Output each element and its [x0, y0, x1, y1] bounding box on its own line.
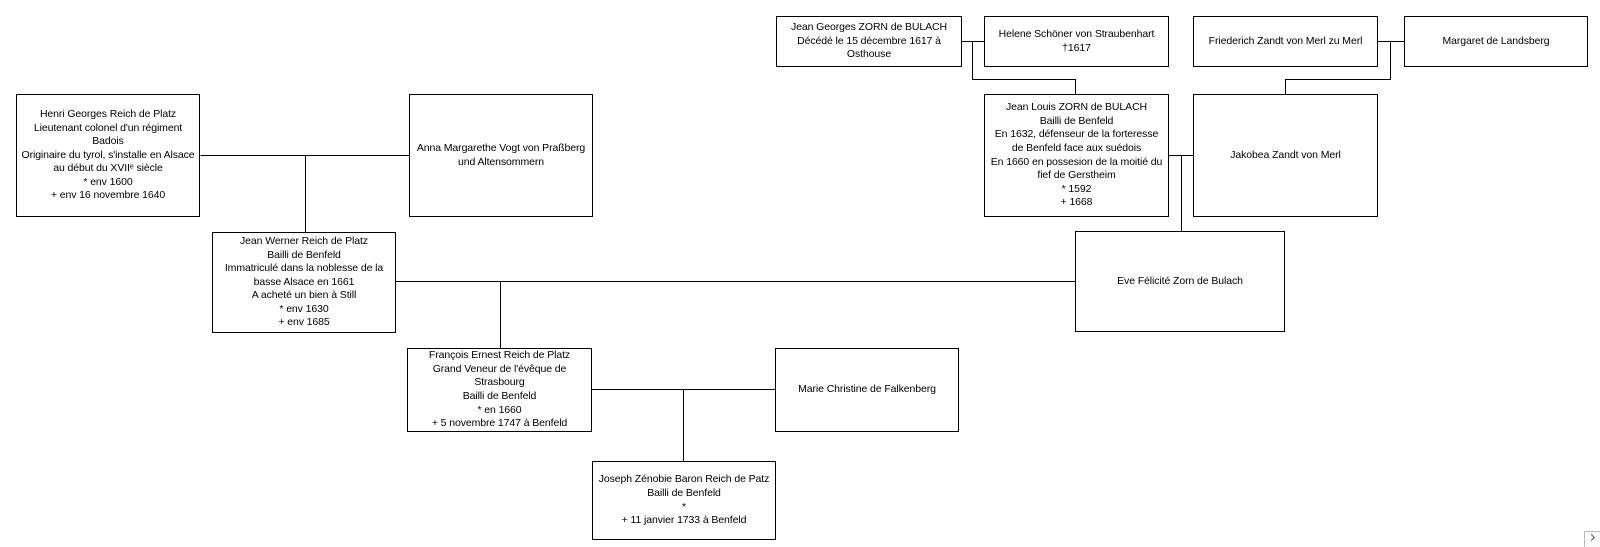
- person-text-line: *: [681, 500, 686, 513]
- person-text-line: Immatriculé dans la noblesse de la basse…: [224, 262, 384, 288]
- person-details: Jakobea Zandt von Merl: [1230, 148, 1341, 163]
- person-text-line: A acheté un bien à Still: [251, 289, 357, 302]
- person-text-line: * env 1630: [279, 302, 329, 315]
- person-box-friederich[interactable]: Friederich Zandt von Merl zu Merl: [1193, 16, 1378, 67]
- person-box-anna[interactable]: Anna Margarethe Vogt von Praßberg und Al…: [409, 94, 593, 217]
- person-text-line: Originaire du tyrol, s'installe en Alsac…: [21, 148, 195, 175]
- person-text-line: Marie Christine de Falkenberg: [798, 383, 936, 396]
- descent-line-jeanlouis: [972, 41, 1076, 94]
- person-text-line: Henri Georges Reich de Platz: [39, 107, 177, 120]
- person-text-line: + env 1685: [278, 316, 330, 329]
- person-text-line: Helene Schöner von Straubenhart: [998, 27, 1155, 40]
- person-text-line: Eve Félicité Zorn de Bulach: [1117, 274, 1243, 287]
- person-text-line: + env 16 novembre 1640: [50, 189, 166, 202]
- person-text-line: + 11 janvier 1733 à Benfeld: [621, 514, 747, 527]
- person-box-helene[interactable]: Helene Schöner von Straubenhart†1617: [984, 16, 1169, 67]
- person-text-line: En 1660 en possesion de la moitié du fie…: [990, 155, 1163, 182]
- resize-corner-icon[interactable]: [1584, 531, 1600, 547]
- person-details: Anna Margarethe Vogt von Praßberg und Al…: [413, 142, 589, 169]
- person-details: Friederich Zandt von Merl zu Merl: [1209, 35, 1363, 49]
- person-text-line: Décédé le 15 décembre 1617 à Osthouse: [797, 34, 941, 61]
- person-box-eve[interactable]: Eve Félicité Zorn de Bulach: [1075, 231, 1285, 332]
- person-text-line: * env 1600: [83, 175, 133, 188]
- person-text-line: François Ernest Reich de Platz: [428, 349, 571, 362]
- person-text-line: Jean Louis ZORN de BULACH: [1005, 101, 1148, 114]
- person-text-line: Joseph Zénobie Baron Reich de Patz: [598, 473, 770, 486]
- person-text-line: Jean Georges ZORN de BULACH: [790, 21, 948, 34]
- person-details: Margaret de Landsberg: [1442, 35, 1549, 49]
- person-text-line: * en 1660: [477, 403, 522, 416]
- person-box-jakobea[interactable]: Jakobea Zandt von Merl: [1193, 94, 1378, 217]
- person-details: Helene Schöner von Straubenhart†1617: [999, 28, 1155, 55]
- person-text-line: Jakobea Zandt von Merl: [1230, 148, 1341, 161]
- person-text-line: * 1592: [1061, 182, 1092, 195]
- person-text-line: Jean Werner Reich de Platz: [240, 234, 368, 247]
- person-box-margaret[interactable]: Margaret de Landsberg: [1404, 16, 1588, 67]
- person-text-line: Anna Margarethe Vogt von Praßberg und Al…: [416, 141, 586, 168]
- person-text-line: Bailli de Benfeld: [1039, 114, 1114, 127]
- person-text-line: Bailli de Benfeld: [647, 486, 721, 499]
- descent-line-jakobea: [1285, 41, 1391, 94]
- person-text-line: Friederich Zandt von Merl zu Merl: [1208, 34, 1363, 47]
- person-details: Marie Christine de Falkenberg: [798, 383, 936, 397]
- person-text-line: Grand Veneur de l'évêque de Strasbourg: [432, 362, 567, 389]
- person-text-line: Margaret de Landsberg: [1442, 34, 1550, 47]
- person-text-line: Lieutenant colonel d'un régiment Badois: [33, 121, 183, 148]
- person-text-line: Bailli de Benfeld: [462, 390, 537, 402]
- person-text-line: †1617: [1062, 41, 1091, 54]
- person-text-line: En 1632, défenseur de la forteresse de B…: [994, 128, 1159, 154]
- person-details: Eve Félicité Zorn de Bulach: [1117, 275, 1243, 289]
- person-box-marie[interactable]: Marie Christine de Falkenberg: [775, 348, 959, 432]
- person-text-line: + 1668: [1060, 196, 1093, 209]
- person-text-line: Bailli de Benfeld: [267, 248, 341, 261]
- person-text-line: + 5 novembre 1747 à Benfeld: [431, 417, 568, 430]
